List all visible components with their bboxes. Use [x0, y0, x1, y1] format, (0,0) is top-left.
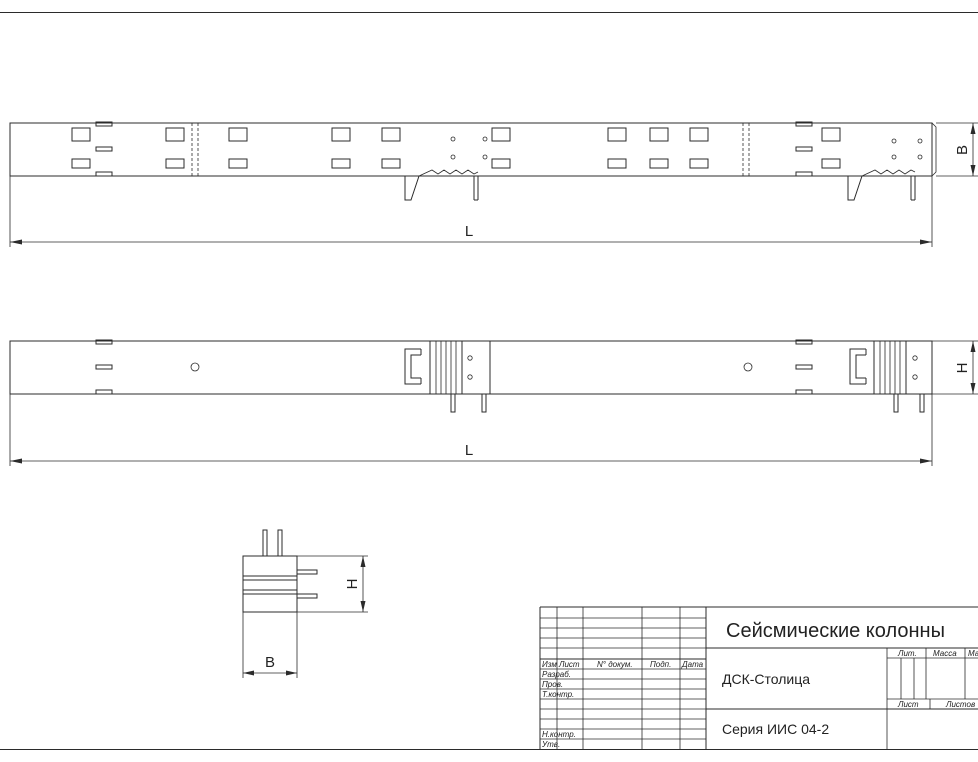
- side-view-joint-left: [404, 340, 491, 413]
- col-header-signature: Подп.: [650, 660, 671, 669]
- col-header-list: Лист: [558, 660, 580, 669]
- row-label-tech-control: Т.контр.: [542, 690, 574, 699]
- top-view-beam: [9, 122, 937, 177]
- side-view-joint-right: [849, 340, 933, 413]
- section-width-label: B: [265, 654, 275, 671]
- row-label-developed: Разраб.: [542, 670, 571, 679]
- side-view-height-dimension: [932, 340, 978, 395]
- side-view-beam: [9, 339, 933, 395]
- title-block: [539, 606, 978, 749]
- top-width-label: B: [954, 145, 971, 155]
- top-view-length-dimension: [9, 176, 933, 247]
- side-length-label: L: [465, 442, 473, 459]
- mass-header: Масса: [933, 649, 957, 658]
- top-view-connectors: [404, 169, 916, 201]
- section-height-dimension: [297, 555, 368, 613]
- sheets-label: Листов: [945, 700, 975, 709]
- side-height-label: H: [954, 363, 971, 374]
- side-view-length-dimension: [9, 394, 933, 466]
- title-block-series: Серия ИИС 04-2: [722, 721, 829, 737]
- top-length-label: L: [465, 223, 473, 240]
- cross-section: [242, 529, 318, 613]
- row-label-checked: Пров.: [542, 680, 563, 689]
- scale-header: Ма: [968, 649, 978, 658]
- row-label-norm-control: Н.контр.: [542, 730, 576, 739]
- section-height-label: H: [344, 579, 361, 590]
- title-block-organization: ДСК-Столица: [722, 671, 810, 687]
- top-view-width-dimension: [936, 122, 978, 177]
- row-label-approved: Утв.: [541, 740, 560, 749]
- col-header-izm: Изм: [542, 660, 557, 669]
- sheet-frame: [0, 12, 978, 750]
- section-width-dimension: [242, 612, 298, 678]
- title-block-title: Сейсмические колонны: [726, 620, 945, 642]
- col-header-date: Дата: [681, 660, 704, 669]
- col-header-doc-number: N° докум.: [597, 660, 633, 669]
- top-view-openings: [71, 121, 923, 177]
- stage-header: Лит.: [897, 649, 917, 658]
- sheet-label: Лист: [897, 700, 919, 709]
